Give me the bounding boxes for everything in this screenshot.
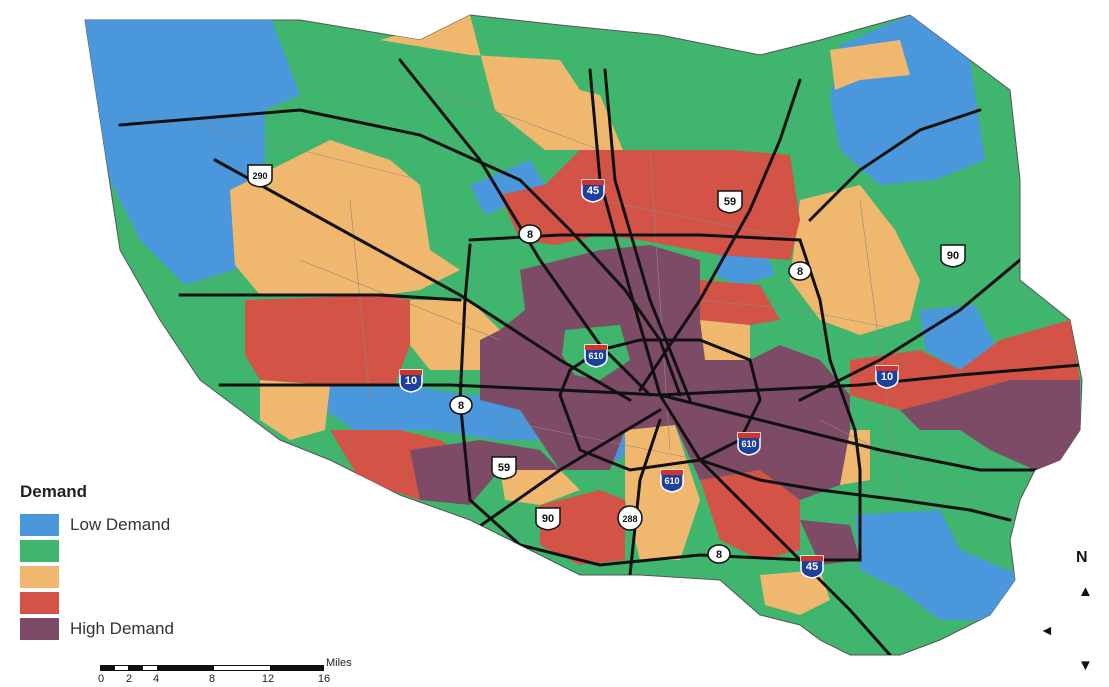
zone-high-south [800, 520, 860, 565]
beltway-shield-8: 8 [788, 261, 812, 281]
zone-redish-south-2 [700, 470, 800, 560]
shield-label: 90 [542, 513, 554, 525]
us-shield-90: 90 [535, 507, 561, 531]
shield-label: 10 [405, 375, 417, 387]
legend-swatch [20, 566, 59, 588]
zone-redish-north [500, 150, 800, 260]
shield-label: 8 [527, 229, 533, 241]
zone-mid-south-tip [760, 570, 830, 615]
shield-label: 90 [947, 250, 959, 262]
interstate-shield-610: 610 [737, 432, 761, 456]
compass: N ▲ ◄ ▼ [1040, 545, 1100, 680]
tract-lines [179, 79, 981, 501]
legend-title: Demand [20, 482, 88, 501]
zone-mid-central [700, 320, 750, 360]
interstate-shield-610: 610 [584, 344, 608, 368]
legend-swatch [20, 514, 59, 536]
us-shield-290: 290 [247, 164, 273, 188]
shield-label: 8 [797, 266, 803, 278]
legend-item [20, 590, 280, 616]
shield-label: 59 [498, 462, 510, 474]
us-shield-59: 59 [491, 456, 517, 480]
zone-mid-east [790, 185, 920, 335]
scale-tick: 12 [261, 673, 275, 685]
arrow-up-icon: ▲ [1078, 583, 1093, 600]
legend-item [20, 538, 280, 564]
zone-mid-northwest [380, 15, 625, 155]
zone-low-southeast [855, 510, 1020, 620]
beltway-shield-8: 8 [449, 395, 473, 415]
state-shield-288: 288 [617, 505, 643, 531]
shield-label: 59 [724, 196, 736, 208]
zone-low-central-east [715, 250, 775, 285]
shield-label: 45 [806, 561, 818, 573]
interstate-shield-10: 10 [875, 365, 899, 389]
scale-bar-graphic [100, 665, 324, 671]
interstate-shield-610: 610 [660, 469, 684, 493]
shield-label: 45 [587, 185, 599, 197]
zone-mid-central-north [410, 300, 500, 370]
shield-label: 290 [252, 171, 267, 181]
legend-swatch [20, 618, 59, 640]
shield-label: 610 [741, 439, 756, 449]
zone-low-north-central [470, 160, 545, 215]
shield-label: 10 [881, 371, 893, 383]
scale-tick: 8 [208, 673, 216, 685]
legend: Demand Low Demand High Demand [20, 482, 280, 642]
zone-mid-west-south [260, 380, 330, 440]
scale-unit: Miles [326, 657, 352, 669]
legend-item [20, 564, 280, 590]
legend-item: High Demand [20, 616, 280, 642]
shield-label: 610 [588, 351, 603, 361]
scale-bar: Miles 0 2 4 8 12 16 [98, 657, 352, 685]
arrow-left-icon: ◄ [1040, 622, 1054, 638]
arrow-down-icon: ▼ [1078, 657, 1093, 674]
scale-tick: 16 [317, 673, 331, 685]
legend-swatch [20, 540, 59, 562]
legend-label: High Demand [70, 619, 174, 638]
zone-redish-central [700, 280, 780, 325]
zone-redish-east [850, 320, 1080, 410]
zone-redish-west [245, 295, 410, 385]
zone-high-southwest [410, 440, 560, 505]
scale-tick: 4 [152, 673, 160, 685]
north-label: N [1076, 549, 1088, 566]
zone-low-northeast [830, 15, 985, 185]
beltway-shield-8: 8 [518, 224, 542, 244]
legend-item: Low Demand [20, 512, 280, 538]
highway-shields: 290 45 59 8 8 90 610 10 8 10 610 59 610 288 90 8 45 [247, 164, 966, 579]
zone-high-east [900, 380, 1080, 470]
scale-ticks: 0 2 4 8 12 16 [97, 673, 340, 687]
us-shield-90: 90 [940, 244, 966, 268]
us-shield-59: 59 [717, 190, 743, 214]
legend-swatch [20, 592, 59, 614]
zone-redish-south [540, 490, 625, 565]
shield-label: 8 [716, 549, 722, 561]
scale-tick: 2 [125, 673, 133, 685]
interstate-shield-45: 45 [800, 555, 824, 579]
shield-label: 610 [664, 476, 679, 486]
shield-label: 8 [458, 400, 464, 412]
interstate-shield-45: 45 [581, 179, 605, 203]
interstate-shield-10: 10 [399, 369, 423, 393]
zone-mid-south [625, 425, 700, 560]
beltway-shield-8: 8 [707, 544, 731, 564]
zone-mid-northeast [830, 40, 910, 90]
legend-label: Low Demand [70, 515, 171, 534]
scale-tick: 0 [97, 673, 105, 685]
zone-mid-west [230, 140, 460, 295]
shield-label: 288 [622, 514, 637, 524]
